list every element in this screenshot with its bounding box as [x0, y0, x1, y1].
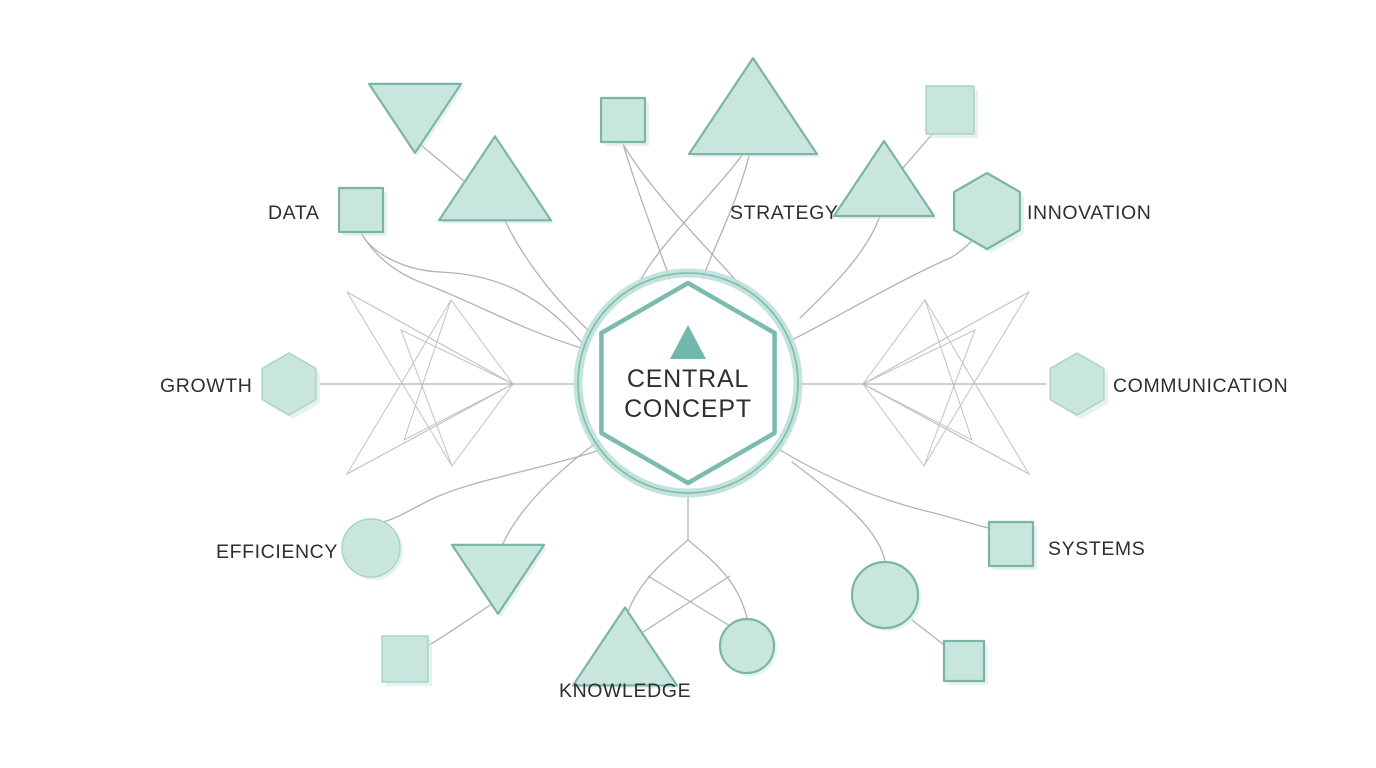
- branch-label-systems[interactable]: SYSTEMS: [1048, 538, 1145, 560]
- hexagon-node-body: [952, 171, 1022, 251]
- hexagon-node-body: [261, 352, 317, 416]
- triangle-node-body: [571, 606, 679, 687]
- network-line: [345, 290, 514, 467]
- square-node-body: [599, 96, 647, 144]
- circle-node[interactable]: [718, 617, 777, 676]
- network-line: [403, 299, 514, 442]
- branch-label-communication[interactable]: COMMUNICATION: [1113, 375, 1288, 397]
- triangle-node-body: [687, 56, 819, 156]
- triangle-node-body: [437, 135, 553, 222]
- triangle-down-node[interactable]: [450, 543, 547, 617]
- network-line: [862, 299, 1031, 476]
- square-node-body: [337, 186, 385, 234]
- branch-label-knowledge[interactable]: KNOWLEDGE: [559, 680, 691, 702]
- satellite-shapes: [261, 56, 1108, 689]
- branch-label-data[interactable]: DATA: [268, 202, 320, 224]
- network-line: [862, 329, 976, 467]
- square-node[interactable]: [599, 96, 649, 146]
- hexagon-node[interactable]: [261, 352, 320, 419]
- square-node[interactable]: [337, 186, 387, 236]
- branch-label-innovation[interactable]: INNOVATION: [1027, 202, 1151, 224]
- connector-efficiency-up: [497, 439, 601, 557]
- connector-knowledge-r: [687, 539, 748, 619]
- circle-node-body: [341, 518, 401, 578]
- circle-node[interactable]: [850, 560, 921, 631]
- square-node[interactable]: [987, 520, 1037, 570]
- square-node-body: [942, 639, 986, 683]
- triangle-down-node-body: [450, 543, 546, 615]
- circle-node-body: [850, 560, 920, 630]
- network-polygon-left: [345, 290, 515, 476]
- triangle-node[interactable]: [687, 56, 820, 158]
- network-polygon-right: [861, 290, 1031, 476]
- hexagon-node[interactable]: [952, 171, 1024, 253]
- network-line: [862, 290, 1031, 467]
- connector-efficiency: [370, 449, 601, 523]
- connector-knowledge-l: [627, 539, 689, 613]
- branch-label-growth[interactable]: GROWTH: [160, 375, 252, 397]
- hub-hexagon: [599, 280, 777, 486]
- hexagon-node[interactable]: [1049, 352, 1108, 419]
- hexagon-node-body: [1049, 352, 1105, 416]
- branch-labels: DATA STRATEGY INNOVATION GROWTH COMMUNICATIO…: [160, 202, 1288, 702]
- connector-knowledge-cross-b: [639, 575, 731, 635]
- hub-title-line-1: CENTRAL: [627, 365, 749, 393]
- network-line: [346, 291, 515, 475]
- square-node-body: [987, 520, 1035, 568]
- connector-innovation: [791, 221, 988, 341]
- connector-systems: [779, 449, 1012, 533]
- square-node[interactable]: [381, 635, 432, 686]
- square-node[interactable]: [925, 85, 978, 138]
- branch-label-strategy[interactable]: STRATEGY: [730, 202, 838, 224]
- triangle-down-node[interactable]: [367, 82, 464, 156]
- circle-node[interactable]: [341, 518, 403, 580]
- branch-label-efficiency[interactable]: EFFICIENCY: [216, 541, 338, 563]
- square-node-body: [381, 635, 429, 683]
- connector-strategy-cross-b: [637, 139, 754, 286]
- network-line: [400, 329, 514, 467]
- triangle-node[interactable]: [571, 606, 680, 689]
- hub-circle-outline: [577, 272, 799, 494]
- connector-strategy-cross-a: [622, 143, 741, 286]
- network-line: [861, 291, 1030, 475]
- connector-systems-sq: [911, 619, 949, 649]
- connector-systems-circle: [791, 461, 886, 563]
- triangle-node[interactable]: [437, 135, 554, 224]
- triangle-node-body: [832, 139, 936, 218]
- hub-title-line-2: CONCEPT: [624, 395, 752, 423]
- circle-node-body: [718, 617, 776, 675]
- square-node-body: [925, 85, 975, 135]
- connector-data-triangle: [360, 231, 589, 351]
- triangle-down-node-body: [367, 82, 463, 154]
- network-line: [345, 299, 514, 476]
- square-node[interactable]: [942, 639, 988, 685]
- connector-strategy-left: [622, 143, 673, 286]
- connector-data: [360, 231, 589, 351]
- network-line: [862, 299, 973, 442]
- connector-knowledge-cross-a: [647, 575, 741, 633]
- triangle-up-icon: [670, 325, 706, 359]
- triangle-node[interactable]: [832, 139, 937, 219]
